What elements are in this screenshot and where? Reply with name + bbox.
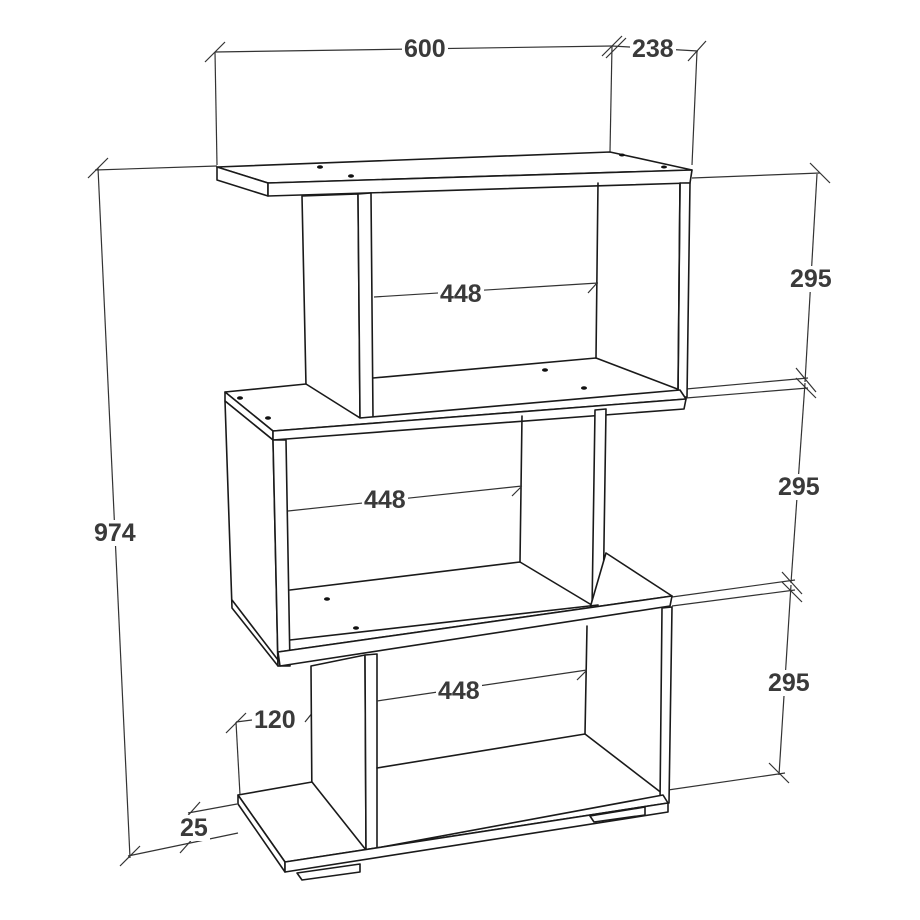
top-tier	[216, 151, 693, 419]
dimension-tier-height-middle-label: 295	[776, 473, 822, 501]
dimension-compartment-width-bottom-label: 448	[436, 677, 482, 705]
dimension-side-offset-label: 120	[252, 706, 298, 734]
dimension-compartment-width-top-label: 448	[438, 280, 484, 308]
lower-tier	[237, 552, 673, 881]
dimension-lines	[87, 35, 831, 867]
middle-tier	[224, 383, 687, 667]
dimension-depth-label: 238	[630, 35, 676, 63]
dimension-compartment-width-middle-label: 448	[362, 486, 408, 514]
dimension-tier-height-bottom-label: 295	[766, 669, 812, 697]
dimension-tier-height-top-label: 295	[788, 265, 834, 293]
dimension-plinth-height-label: 25	[178, 814, 210, 842]
dimension-width-label: 600	[402, 35, 448, 63]
dimension-height-label: 974	[92, 519, 138, 547]
